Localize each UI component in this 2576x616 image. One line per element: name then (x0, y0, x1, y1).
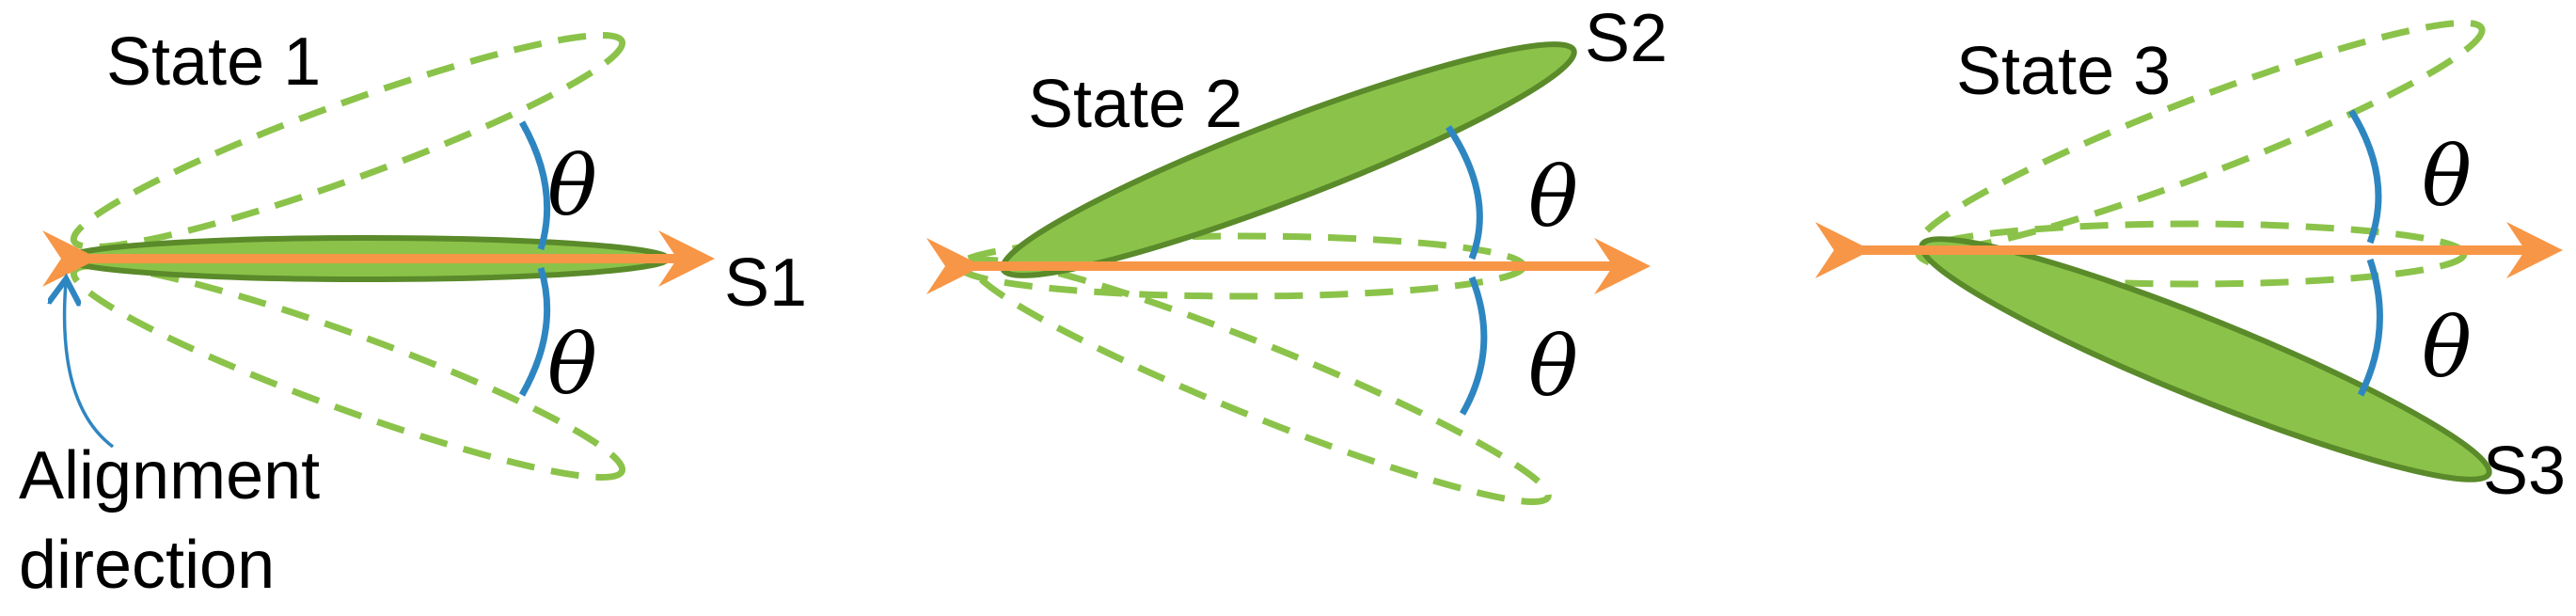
dashed-molecule-lower-2 (969, 256, 1552, 506)
panel-state-2: State 2 S2 θ θ (926, 1, 1667, 506)
theta-bottom-3: θ (2422, 299, 2472, 396)
theta-top-3: θ (2422, 128, 2472, 225)
axis-label-s1: S1 (724, 245, 807, 321)
angle-arc-bottom-3 (2357, 258, 2383, 397)
state-label-3: State 3 (1956, 34, 2171, 109)
theta-top-2: θ (1528, 149, 1578, 245)
dashed-molecule-upper-3 (1916, 19, 2486, 254)
axis-label-s2: S2 (1585, 1, 1667, 76)
theta-bottom-2: θ (1528, 318, 1578, 415)
angle-arc-top-3 (2348, 109, 2382, 245)
angle-arc-bottom-1 (518, 266, 551, 397)
angle-arc-top-1 (518, 120, 551, 251)
panel-state-3: State 3 S3 θ θ (1815, 19, 2566, 509)
panel-state-1: State 1 S1 θ θ Alignment direction (19, 24, 807, 603)
annotation-pointer (65, 282, 115, 449)
annotation-line-1: Alignment (19, 438, 320, 513)
axis-label-s3: S3 (2483, 434, 2566, 509)
state-label-2: State 2 (1028, 67, 1242, 142)
angle-arc-top-2 (1446, 125, 1483, 261)
angle-arc-bottom-2 (1459, 276, 1488, 416)
theta-top-1: θ (547, 137, 597, 234)
annotation-line-2: direction (19, 528, 275, 603)
theta-bottom-1: θ (547, 316, 597, 413)
state-label-1: State 1 (106, 24, 321, 100)
